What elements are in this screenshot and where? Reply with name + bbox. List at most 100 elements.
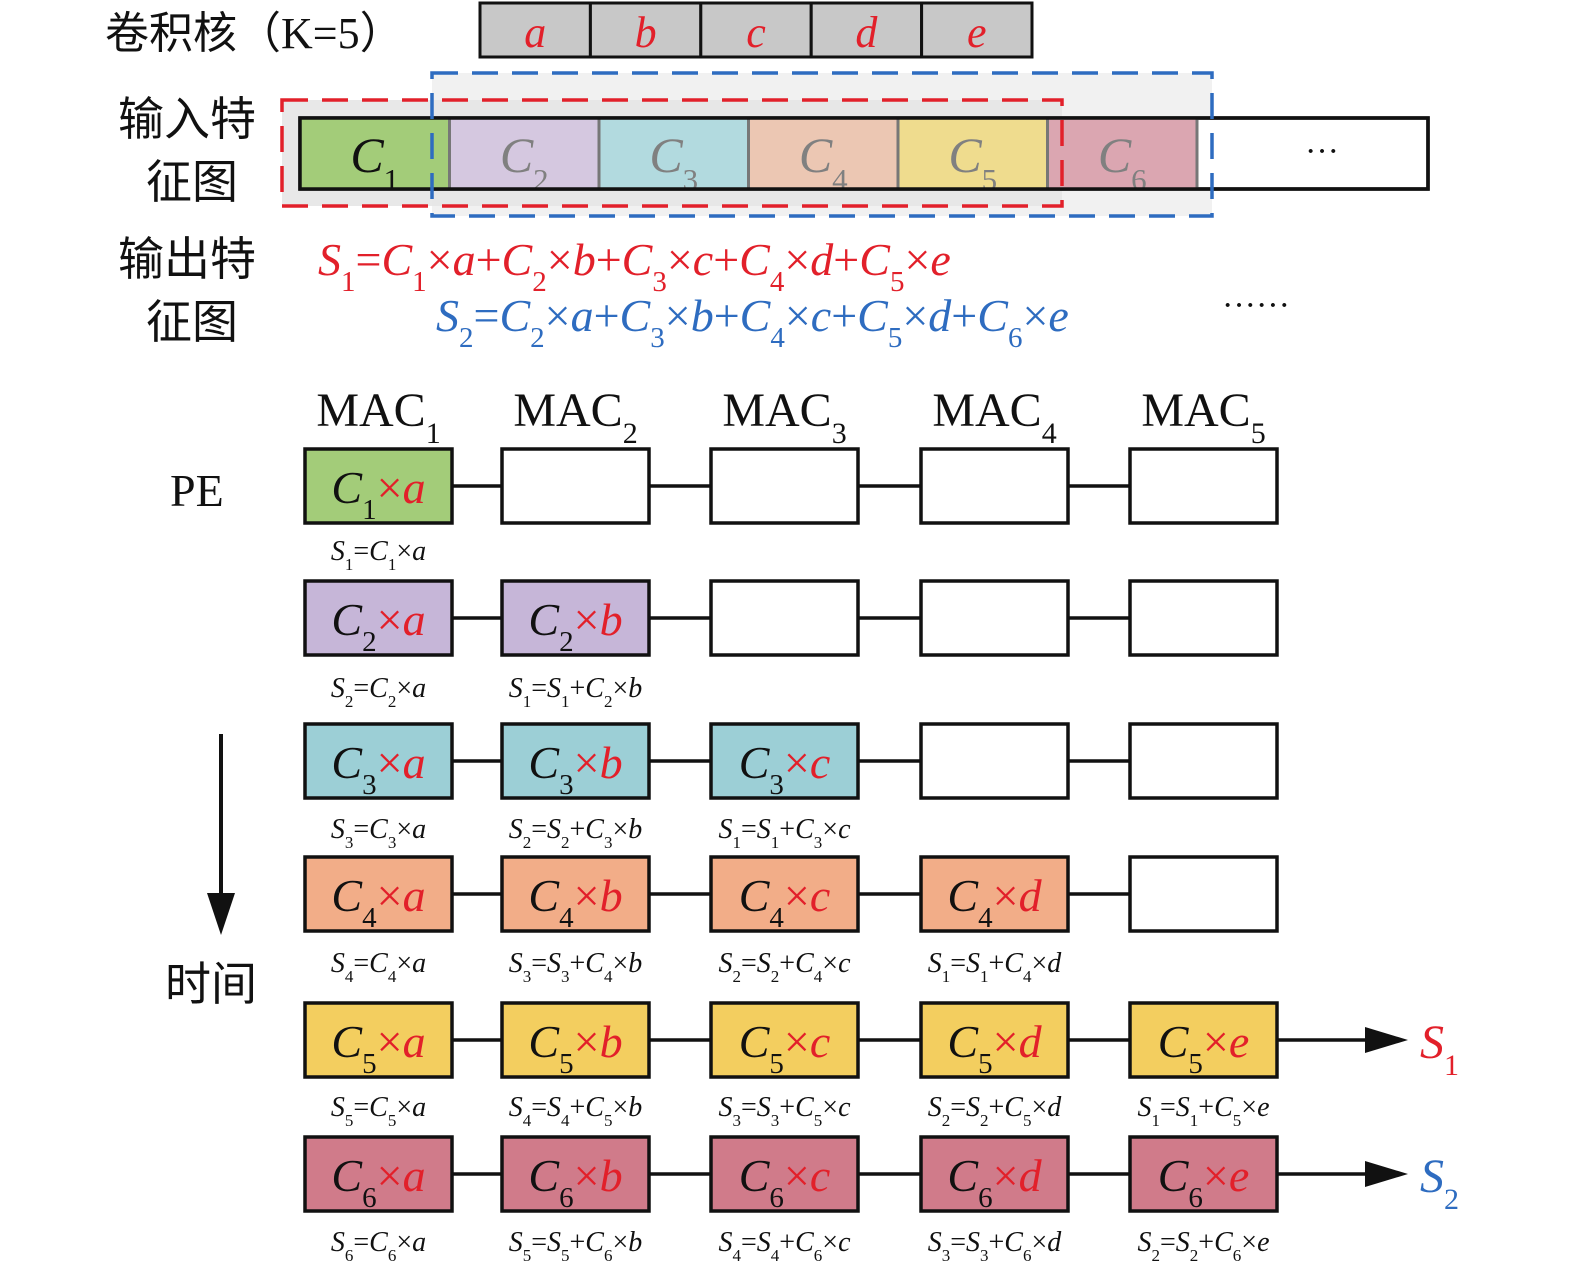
- pe-grid: C1×aS1=C1×aC2×aS2=C2×aC2×bS1=S1+C2×bC3×a…: [303, 447, 1459, 1265]
- mac-cell: [1128, 1135, 1279, 1213]
- kernel-cell-c: c: [699, 1, 813, 59]
- mac-cell-op: C3×b: [528, 737, 622, 801]
- mac-cell: [919, 722, 1070, 800]
- mac-cell-note: S3=C3×a: [331, 814, 426, 852]
- mac-cell: [500, 1001, 651, 1079]
- formula-s1: S1=C1×a+C2×b+C3×c+C4×d+C5×e: [318, 234, 951, 298]
- mac-header: MAC3: [722, 384, 846, 450]
- mac-cell: [303, 722, 454, 800]
- mac-cell-note: S2=S2+C5×d: [928, 1092, 1063, 1130]
- kernel-weight: c: [746, 8, 766, 57]
- mac-cell-op: C4×a: [331, 870, 425, 934]
- kernel-cell-a: a: [478, 1, 592, 59]
- output-label: S1: [1420, 1016, 1459, 1082]
- mac-cell: [709, 447, 860, 525]
- formula-s2: S2=C2×a+C3×b+C4×c+C5×d+C6×e: [436, 290, 1069, 354]
- mac-cell-op: C2×a: [331, 594, 425, 658]
- mac-cell-op: C4×c: [739, 870, 831, 934]
- input-label-line2: 征图: [146, 157, 238, 208]
- kernel-weight: e: [967, 8, 987, 57]
- mac-cell-op: C4×b: [528, 870, 622, 934]
- mac-cell: [1128, 579, 1279, 657]
- input-cell-label: C3: [649, 127, 698, 197]
- mac-cell-note: S2=S2+C4×c: [718, 948, 851, 986]
- mac-cell: [303, 1001, 454, 1079]
- input-cell-C1: C1: [298, 116, 451, 197]
- mac-cell-note: S6=C6×a: [331, 1227, 426, 1265]
- mac-cell-op: C4×d: [947, 870, 1042, 934]
- mac-cell-note: S3=S3+C6×d: [928, 1227, 1063, 1265]
- window-2-outline: [430, 71, 1214, 218]
- input-cell-C6: C6: [1046, 116, 1199, 197]
- output-label-line1: 输出特: [118, 234, 256, 285]
- mac-cell: [500, 447, 651, 525]
- pe-row-3: C3×aS3=C3×a C3×bS2=S2+C3×b C3×cS1=S1+C3×c: [303, 722, 1279, 852]
- mac-cell-note: S3=S3+C4×b: [509, 948, 643, 986]
- mac-cell-note: S2=S2+C3×b: [509, 814, 643, 852]
- input-ellipsis: ···: [1305, 133, 1339, 170]
- output-arrow-head: [1365, 1027, 1408, 1053]
- mac-cell: [303, 579, 454, 657]
- output-arrow-head: [1365, 1161, 1408, 1187]
- kernel-weight: b: [635, 8, 657, 57]
- mac-cell-note: S4=S4+C6×c: [718, 1227, 851, 1265]
- pe-row-4: C4×aS4=C4×aC4×bS3=S3+C4×bC4×cS2=S2+C4×cC…: [303, 855, 1279, 986]
- mac-cell: [709, 579, 860, 657]
- mac-cell-op: C1×a: [331, 462, 425, 526]
- mac-cell: [709, 855, 860, 933]
- pe-row-5: C5×aS5=C5×a C5×bS4=S4+C5×b C5×cS3=S3+C5×c C…: [303, 1001, 1459, 1130]
- mac-cell-op: C6×d: [947, 1150, 1042, 1214]
- mac-cell: [1128, 855, 1279, 933]
- kernel-cell-b: b: [588, 1, 703, 59]
- input-cell-C3: C3: [597, 116, 750, 197]
- pe-row-2: C2×aS2=C2×aC2×bS1=S1+C2×b: [303, 579, 1279, 711]
- input-label-line1: 输入特: [118, 94, 256, 145]
- pe-row-6: C6×aS6=C6×aC6×bS5=S5+C6×bC6×cS4=S4+C6×cC…: [303, 1135, 1459, 1265]
- mac-cell-op: C5×e: [1158, 1016, 1250, 1080]
- mac-cell-note: S2=S2+C6×e: [1137, 1227, 1269, 1265]
- mac-cell-op: C3×c: [739, 737, 831, 801]
- pe-row-1: C1×aS1=C1×a: [303, 447, 1279, 574]
- input-cell-C5: C5: [896, 116, 1049, 197]
- mac-cell-note: S3=S3+C5×c: [718, 1092, 851, 1130]
- output-label: S2: [1420, 1150, 1459, 1216]
- mac-cell-op: C6×b: [528, 1150, 622, 1214]
- input-cell-C2: C2: [448, 116, 601, 197]
- mac-cell-note: S1=C1×a: [331, 536, 426, 574]
- mac-header: MAC1: [316, 384, 440, 450]
- mac-cell-op: C2×b: [528, 594, 622, 658]
- mac-cell: [1128, 722, 1279, 800]
- time-arrow: [207, 734, 235, 935]
- mac-cell-note: S4=S4+C5×b: [509, 1092, 643, 1130]
- mac-header: MAC4: [932, 384, 1056, 450]
- mac-cell-note: S2=C2×a: [331, 673, 426, 711]
- mac-cell-note: S5=C5×a: [331, 1092, 426, 1130]
- mac-cell-op: C3×a: [331, 737, 425, 801]
- formula-s1-text: S1=C1×a+C2×b+C3×c+C4×d+C5×e: [318, 234, 951, 298]
- mac-cell: [709, 1001, 860, 1079]
- mac-cell-note: S1=S1+C3×c: [718, 814, 851, 852]
- mac-cell-op: C5×c: [739, 1016, 831, 1080]
- output-label-line2: 征图: [146, 297, 238, 348]
- pe-label: PE: [170, 465, 224, 516]
- mac-cell-op: C5×a: [331, 1016, 425, 1080]
- mac-cell-note: S1=S1+C5×e: [1137, 1092, 1269, 1130]
- mac-cell-op: C5×b: [528, 1016, 622, 1080]
- mac-cell: [1128, 1001, 1279, 1079]
- mac-header: MAC5: [1141, 384, 1265, 450]
- time-label: 时间: [165, 959, 257, 1010]
- mac-cell: [303, 1135, 454, 1213]
- mac-cell-note: S1=S1+C4×d: [928, 948, 1063, 986]
- mac-cell-op: C6×c: [739, 1150, 831, 1214]
- input-cell-label: C6: [1098, 127, 1147, 197]
- mac-cell: [1128, 447, 1279, 525]
- mac-cell: [303, 855, 454, 933]
- kernel-weight: a: [524, 8, 546, 57]
- mac-cell: [500, 855, 651, 933]
- mac-cell-op: C6×e: [1158, 1150, 1250, 1214]
- mac-cell: [919, 1001, 1070, 1079]
